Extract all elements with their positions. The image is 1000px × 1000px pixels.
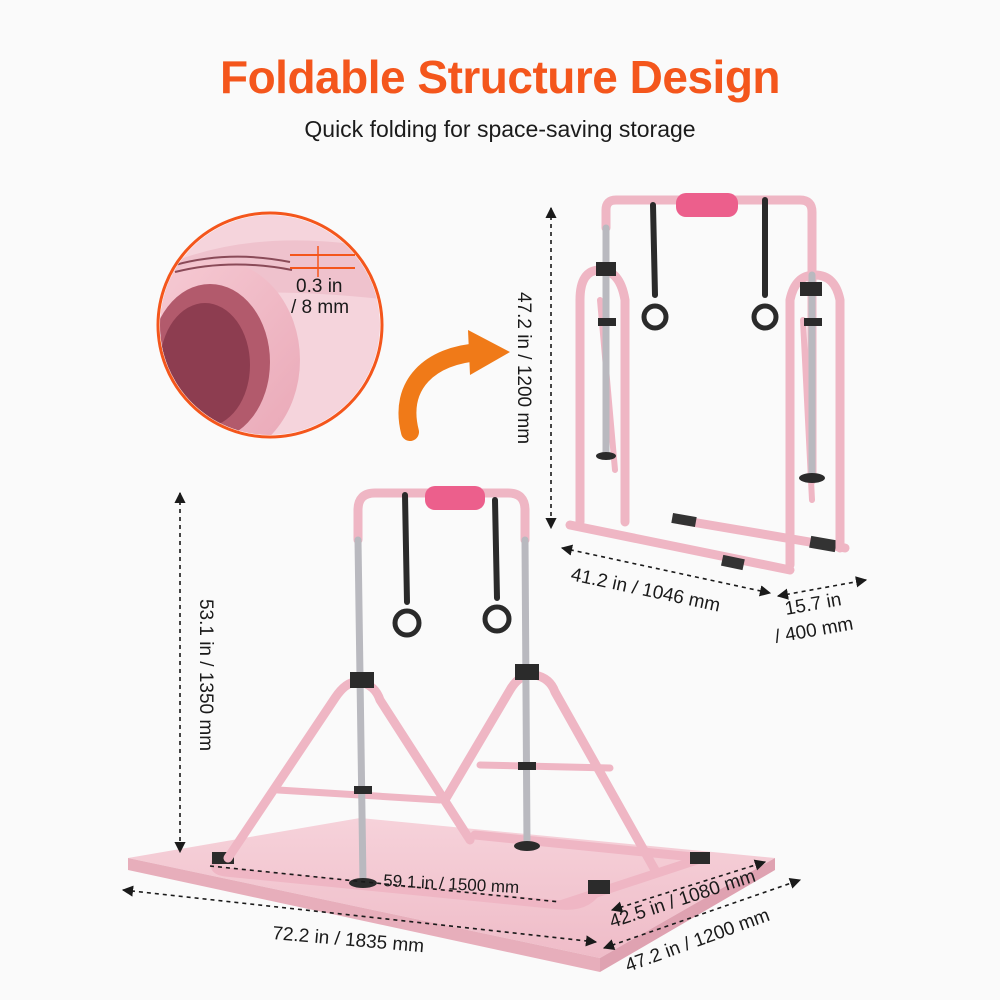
- folded-frame: [565, 193, 850, 575]
- unfolded-height-label: 53.1 in / 1350 mm: [195, 599, 216, 751]
- thickness-mm-label: / 8 mm: [291, 297, 349, 318]
- mat-thickness-callout: 0.3 in / 8 mm: [156, 211, 384, 439]
- folded-width-label: 41.2 in / 1046 mm: [569, 564, 722, 616]
- thickness-in-label: 0.3 in: [296, 276, 342, 297]
- folded-depth-in-label: 15.7 in: [783, 589, 843, 620]
- folded-depth-mm-label: / 400 mm: [773, 613, 855, 647]
- folded-height-label: 47.2 in / 1200 mm: [513, 292, 534, 444]
- page-title: Foldable Structure Design: [219, 51, 781, 103]
- page-subtitle: Quick folding for space-saving storage: [304, 116, 696, 142]
- fold-arrow: [398, 330, 510, 441]
